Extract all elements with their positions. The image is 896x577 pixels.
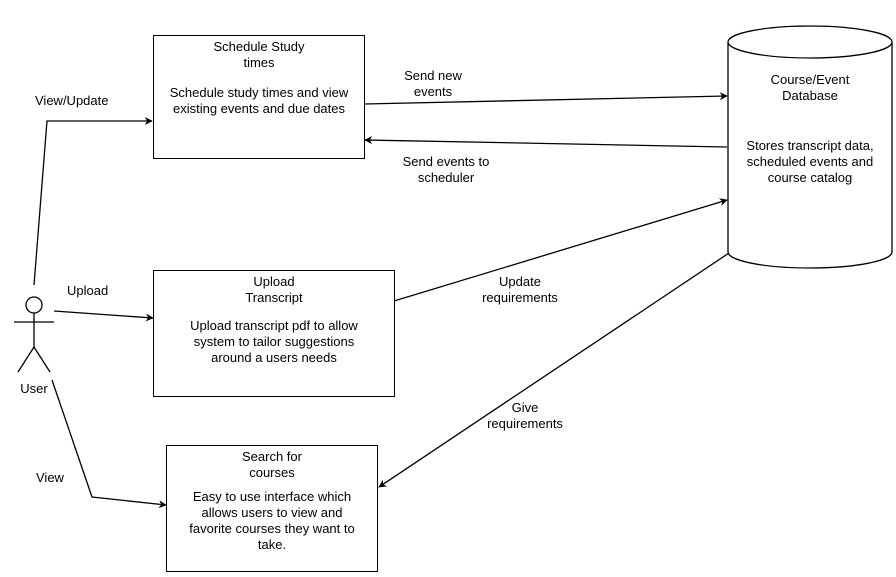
process-title: Search for courses: [242, 449, 302, 480]
process-description: Easy to use interface which allows users…: [189, 489, 355, 552]
database-title: Course/Event Database: [770, 72, 850, 103]
user-actor-icon[interactable]: [14, 296, 54, 373]
process-description: Schedule study times and view existing e…: [169, 85, 349, 116]
flow-label-view-update: View/Update: [35, 93, 109, 108]
flow-give-requirements: [378, 252, 730, 488]
process-search-courses[interactable]: Search for courses Easy to use interface…: [166, 445, 378, 572]
flow-label-give-requirements: Give requirements: [487, 400, 563, 431]
database-description: Stores transcript data, scheduled events…: [746, 138, 874, 185]
database-cylinder[interactable]: [727, 25, 893, 269]
process-upload-transcript[interactable]: Upload Transcript Upload transcript pdf …: [153, 270, 395, 397]
flow-send-events-to-scheduler: [364, 136, 728, 148]
process-description: Upload transcript pdf to allow system to…: [190, 318, 358, 365]
flow-view-update: [33, 117, 153, 286]
process-title: Schedule Study times: [213, 39, 305, 70]
flow-view: [51, 379, 167, 509]
flow-upload: [53, 310, 154, 322]
flow-label-view: View: [36, 470, 64, 485]
flow-label-upload: Upload: [67, 283, 109, 298]
process-title: Upload Transcript: [245, 274, 303, 305]
flow-label-send-events-to-scheduler: Send events to scheduler: [402, 154, 490, 185]
flow-update-requirements: [393, 198, 728, 302]
user-actor-label: User: [20, 381, 48, 396]
flow-label-send-new-events: Send new events: [404, 68, 462, 99]
flow-send-new-events: [363, 92, 728, 105]
process-schedule-study-times[interactable]: Schedule Study times Schedule study time…: [153, 35, 365, 159]
flow-label-update-requirements: Update requirements: [482, 274, 558, 305]
